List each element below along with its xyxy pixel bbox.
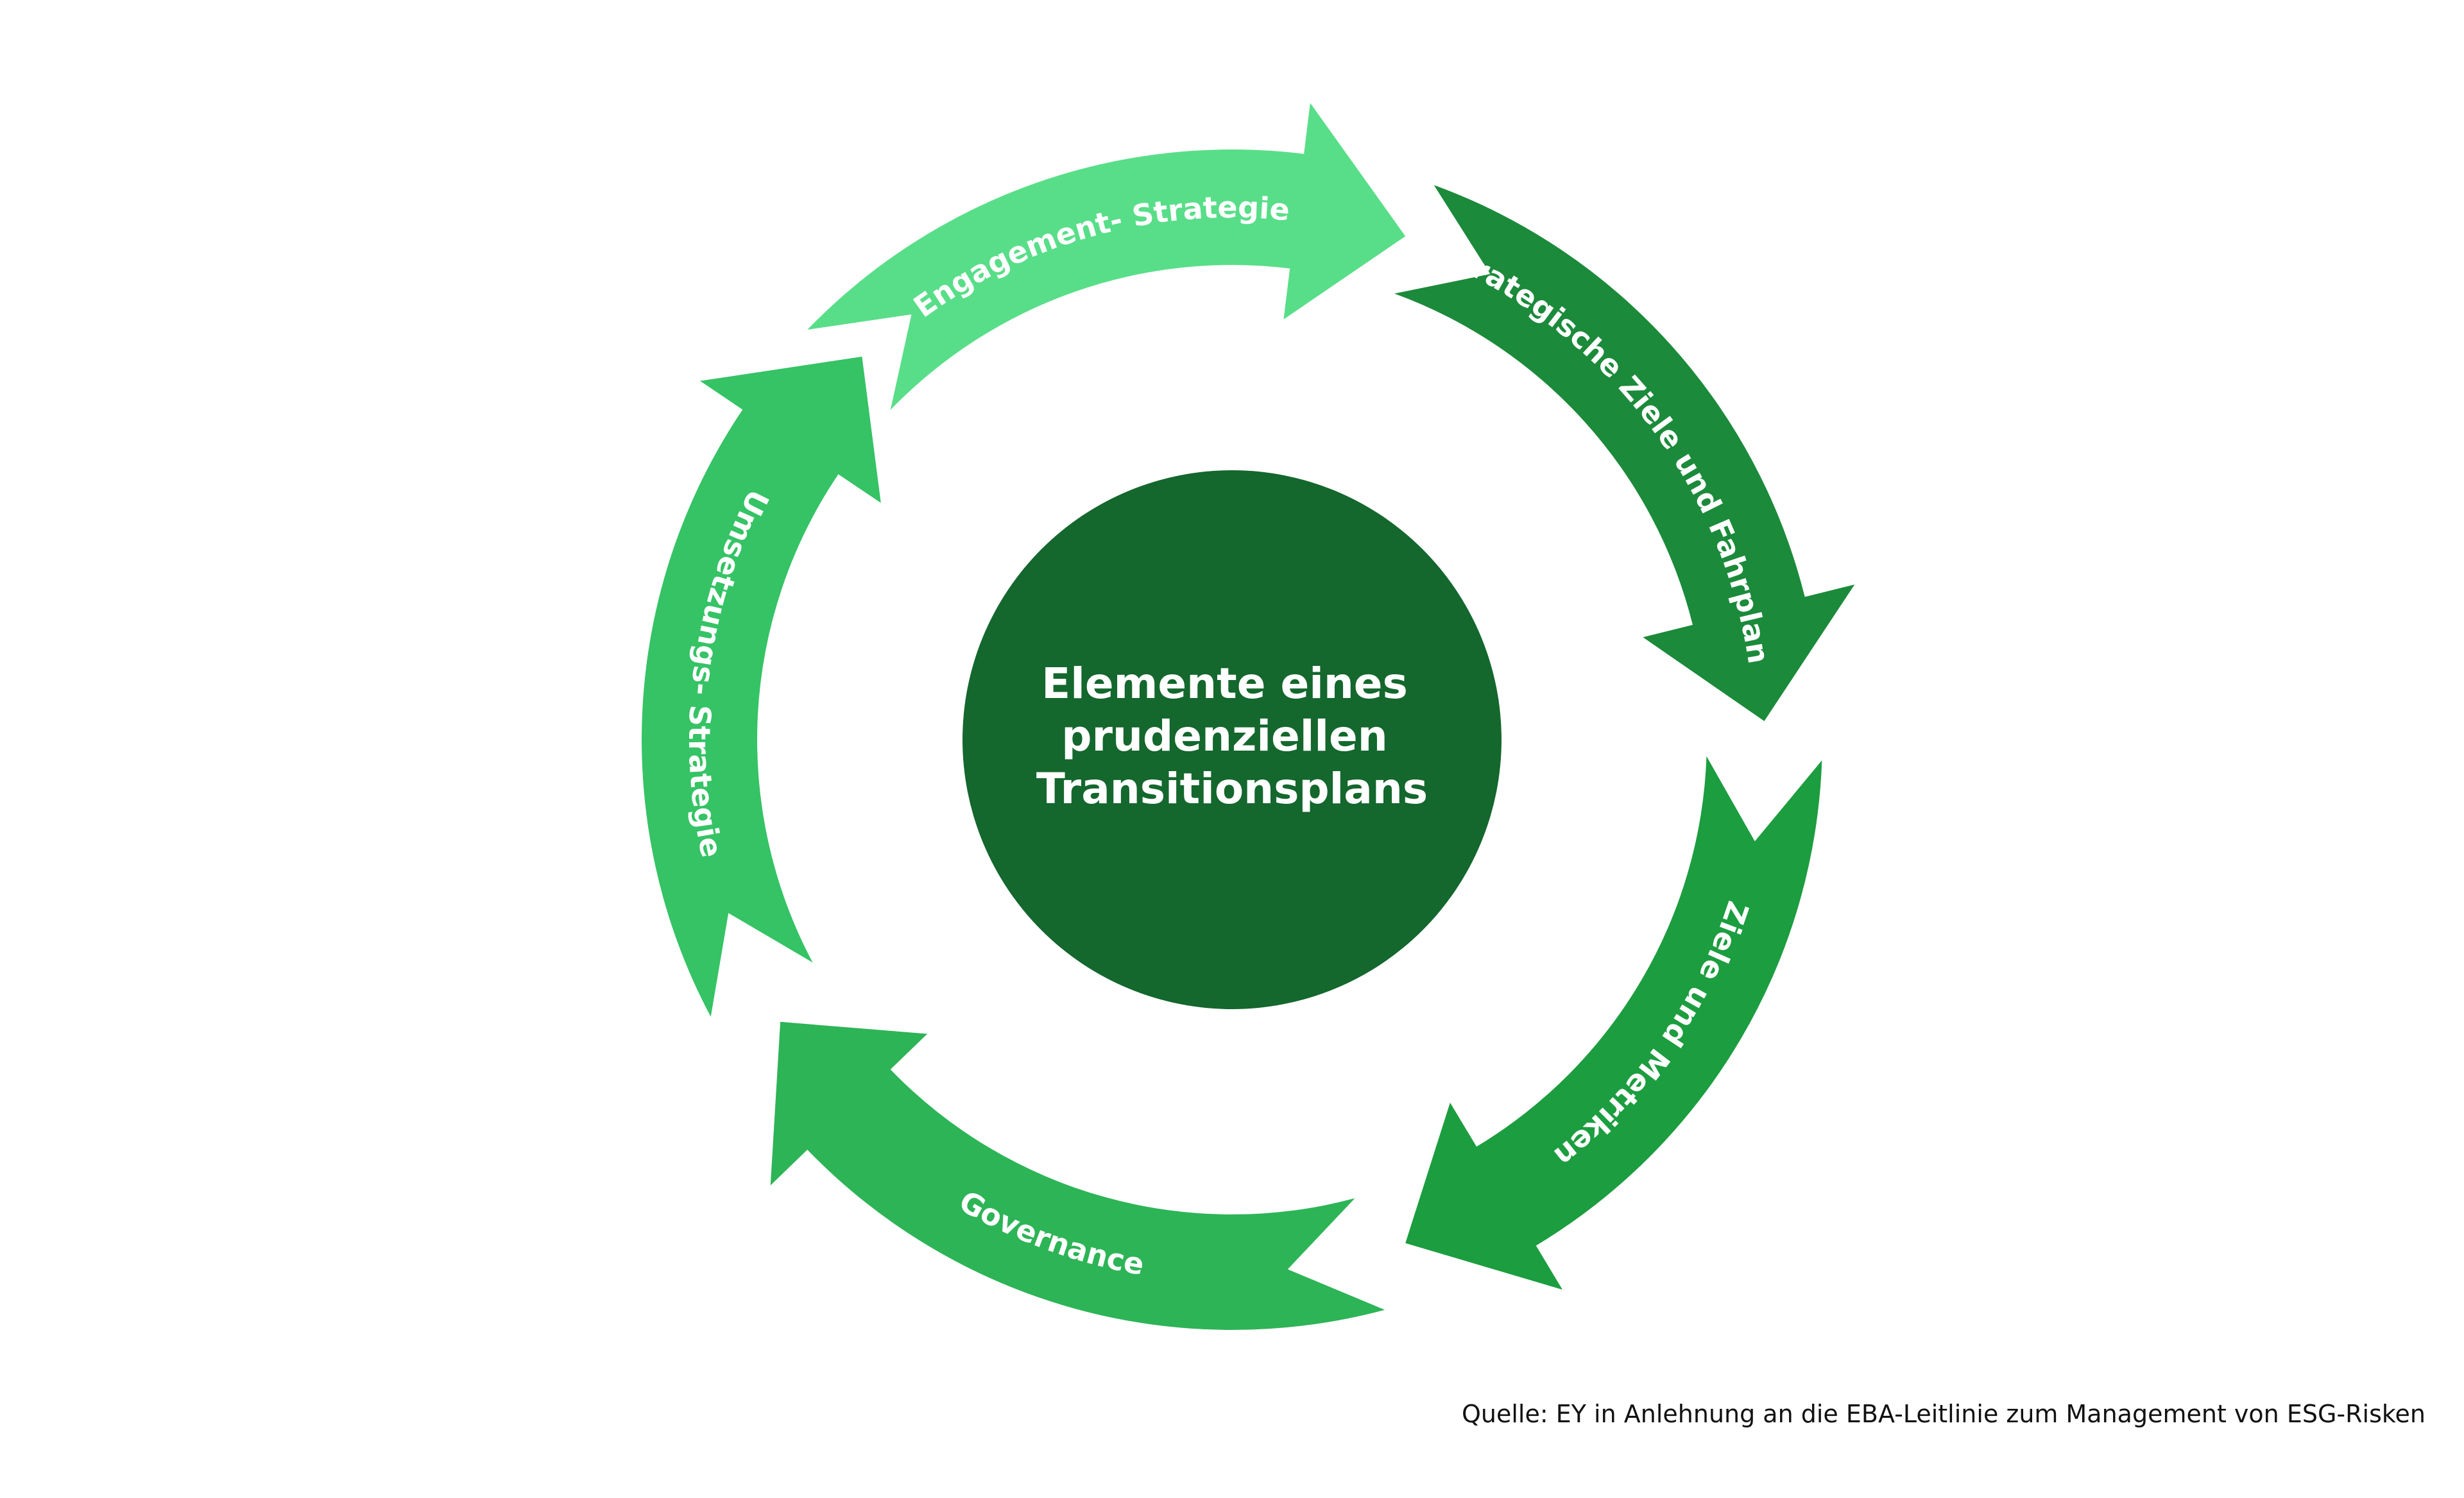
arrow-engagement-strategie (807, 103, 1406, 410)
center-line-2: prudenziellen (1061, 711, 1388, 761)
arrow-strategische-ziele (1394, 185, 1855, 721)
center-line-1: Elemente eines (1041, 659, 1408, 708)
center-title: Elemente eines prudenziellen Transitions… (1036, 659, 1428, 813)
arrow-umsetzungs-strategie (642, 356, 881, 1017)
arrow-governance (770, 1021, 1385, 1331)
arrow-ziele-und-metriken (1405, 756, 1822, 1290)
source-note: Quelle: EY in Anlehnung an die EBA-Leitl… (1461, 1400, 2426, 1428)
center-node: Elemente eines prudenziellen Transitions… (963, 470, 1502, 1009)
cycle-arrows (642, 103, 1855, 1331)
center-circle (963, 470, 1502, 1009)
center-line-3: Transitionsplans (1036, 764, 1428, 813)
